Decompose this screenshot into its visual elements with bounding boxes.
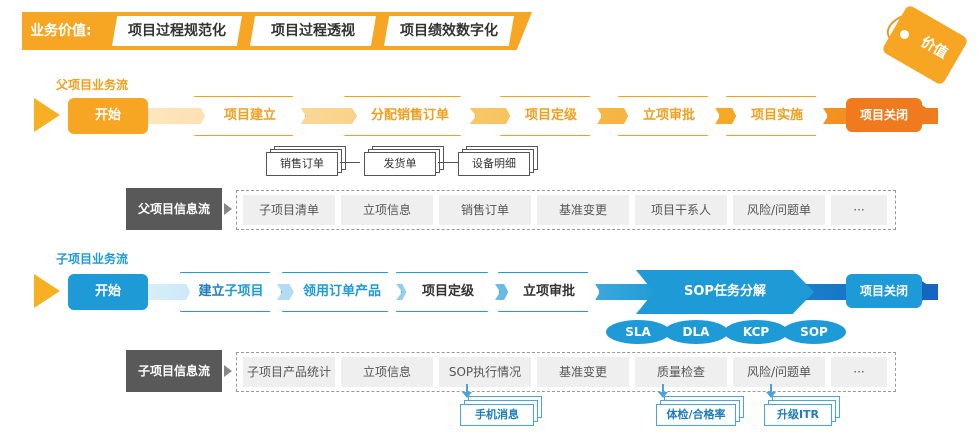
parent-arrow-head <box>922 105 936 125</box>
banner-item-standardization: 项目过程规范化 <box>112 16 242 46</box>
doc-connector-1 <box>340 162 360 163</box>
child-info-row: 子项目产品统计 立项信息 SOP执行情况 基准变更 质量检查 风险/问题单 ··… <box>236 352 896 392</box>
oval-sop[interactable]: SOP <box>782 320 846 344</box>
child-end[interactable]: 项目关闭 <box>846 274 922 308</box>
doc-delivery-note: 发货单 <box>364 152 436 176</box>
child-step-grade[interactable]: 项目定级 <box>396 272 500 312</box>
parent-flow-label: 父项目业务流 <box>56 78 129 92</box>
parent-step-implement[interactable]: 项目实施 <box>726 96 828 136</box>
child-step1-highlight: 子项目 <box>224 284 264 299</box>
child-step-use-order-product[interactable]: 领用订单产品 <box>282 272 402 312</box>
parent-step-approval[interactable]: 立项审批 <box>618 96 720 136</box>
parent-info-more[interactable]: ··· <box>831 195 887 225</box>
doc-connector-2 <box>438 162 458 163</box>
oval-dla[interactable]: DLA <box>664 320 728 344</box>
connector-quality <box>662 384 664 394</box>
child-step-sop-breakdown[interactable]: SOP任务分解 <box>636 270 814 314</box>
connector-sop <box>466 384 468 394</box>
sub-doc-upgrade-itr: 升级ITR <box>764 404 832 426</box>
parent-info-row: 子项目清单 立项信息 销售订单 基准变更 项目干系人 风险/问题单 ··· <box>236 190 896 230</box>
parent-info-cell[interactable]: 立项信息 <box>341 195 433 225</box>
oval-kcp[interactable]: KCP <box>724 320 788 344</box>
connector-arrow <box>658 392 668 398</box>
child-info-label: 子项目信息流 <box>126 350 222 392</box>
parent-step-assign-order[interactable]: 分配销售订单 <box>344 96 476 136</box>
banner-item-transparency: 项目过程透视 <box>250 16 376 46</box>
parent-info-cell[interactable]: 项目干系人 <box>635 195 727 225</box>
child-info-cell[interactable]: SOP执行情况 <box>439 357 531 387</box>
child-arrow-head <box>922 281 936 301</box>
parent-end[interactable]: 项目关闭 <box>846 98 922 132</box>
connector-arrow <box>766 392 776 398</box>
parent-info-cell[interactable]: 风险/问题单 <box>733 195 825 225</box>
sub-doc-pass-rate: 体检/合格率 <box>656 404 736 426</box>
parent-info-label: 父项目信息流 <box>126 188 222 230</box>
child-step1-prefix: 建立 <box>198 284 225 299</box>
child-step-approval[interactable]: 立项审批 <box>498 272 600 312</box>
parent-play-icon <box>34 98 60 132</box>
child-flow-label: 子项目业务流 <box>56 252 129 266</box>
child-info-pointer <box>224 365 232 377</box>
banner-title: 业务价值: <box>30 23 92 39</box>
parent-step-grade[interactable]: 项目定级 <box>500 96 602 136</box>
tag-hole <box>900 30 909 39</box>
child-play-icon <box>34 274 60 308</box>
parent-info-cell[interactable]: 销售订单 <box>439 195 531 225</box>
child-info-cell[interactable]: 质量检查 <box>635 357 727 387</box>
parent-info-pointer <box>224 203 232 215</box>
connector-arrow <box>462 392 472 398</box>
banner-item-digitization: 项目绩效数字化 <box>384 16 514 46</box>
child-step-create-subproject[interactable]: 建立子项目 <box>180 272 282 312</box>
child-info-cell[interactable]: 风险/问题单 <box>733 357 825 387</box>
parent-step-create[interactable]: 项目建立 <box>194 96 306 136</box>
parent-info-cell[interactable]: 基准变更 <box>537 195 629 225</box>
child-info-more[interactable]: ··· <box>831 357 887 387</box>
doc-sales-order: 销售订单 <box>266 152 338 176</box>
child-info-cell[interactable]: 基准变更 <box>537 357 629 387</box>
doc-equipment-list: 设备明细 <box>458 152 530 176</box>
parent-info-cell[interactable]: 子项目清单 <box>243 195 335 225</box>
parent-start[interactable]: 开始 <box>68 98 148 134</box>
oval-sla[interactable]: SLA <box>606 320 670 344</box>
child-info-cell[interactable]: 立项信息 <box>341 357 433 387</box>
child-info-cell[interactable]: 子项目产品统计 <box>243 357 335 387</box>
child-start[interactable]: 开始 <box>68 274 148 310</box>
connector-risk <box>770 384 772 394</box>
sub-doc-mobile-msg: 手机消息 <box>460 404 534 426</box>
